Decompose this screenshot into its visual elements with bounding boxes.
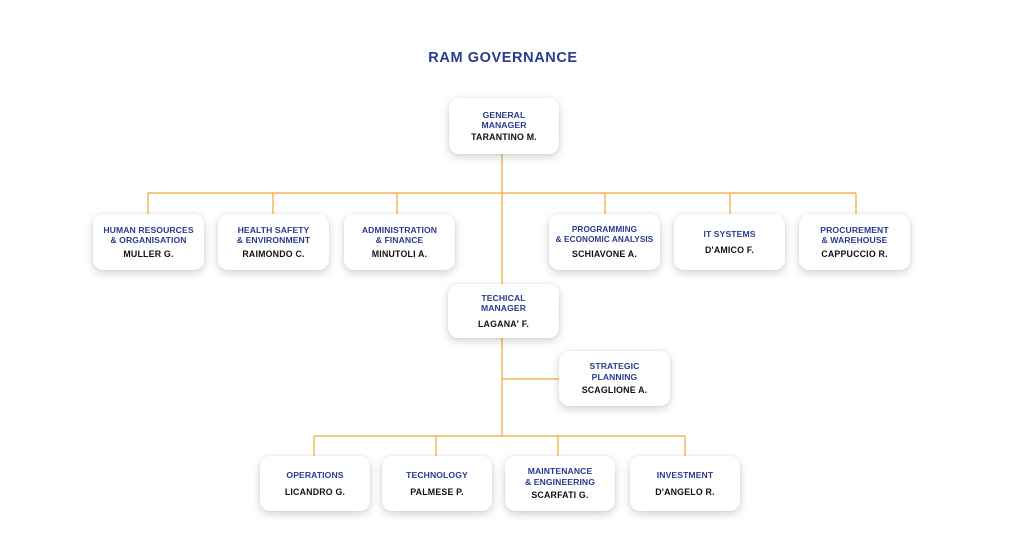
node-programming: PROGRAMMING & ECONOMIC ANALYSIS SCHIAVON…	[549, 214, 660, 270]
node-technical-manager: TECHICAL MANAGER LAGANA' F.	[448, 284, 559, 338]
node-role: ADMINISTRATION & FINANCE	[361, 224, 438, 246]
node-role: IT SYSTEMS	[703, 228, 756, 239]
node-role: TECHICAL MANAGER	[480, 292, 527, 314]
node-role: PROCUREMENT & WAREHOUSE	[820, 224, 889, 246]
node-person: LICANDRO G.	[284, 486, 346, 497]
node-person: LAGANA' F.	[477, 318, 529, 329]
node-role: PROGRAMMING & ECONOMIC ANALYSIS	[555, 224, 654, 245]
node-role: MAINTENANCE & ENGINEERING	[524, 466, 596, 487]
node-person: RAIMONDO C.	[242, 248, 305, 259]
node-person: SCAGLIONE A.	[581, 385, 648, 396]
node-person: TARANTINO M.	[471, 131, 537, 142]
node-human-resources: HUMAN RESOURCES & ORGANISATION MULLER G.	[93, 214, 204, 270]
node-strategic-planning: STRATEGIC PLANNING SCAGLIONE A.	[559, 351, 670, 406]
node-role: HEALTH SAFETY & ENVIRONMENT	[236, 224, 311, 246]
node-procurement: PROCUREMENT & WAREHOUSE CAPPUCCIO R.	[799, 214, 910, 270]
node-role: INVESTMENT	[656, 470, 714, 480]
node-role: STRATEGIC PLANNING	[589, 361, 640, 382]
node-person: D'ANGELO R.	[655, 486, 715, 497]
node-person: MULLER G.	[123, 248, 174, 259]
node-technology: TECHNOLOGY PALMESE P.	[382, 456, 492, 511]
node-person: SCARFATI G.	[531, 490, 589, 501]
node-person: SCHIAVONE A.	[572, 248, 637, 259]
node-administration: ADMINISTRATION & FINANCE MINUTOLI A.	[344, 214, 455, 270]
node-investment: INVESTMENT D'ANGELO R.	[630, 456, 740, 511]
node-person: MINUTOLI A.	[371, 248, 428, 259]
node-general-manager: GENERAL MANAGER TARANTINO M.	[449, 98, 559, 154]
node-role: TECHNOLOGY	[406, 470, 468, 480]
node-it-systems: IT SYSTEMS D'AMICO F.	[674, 214, 785, 270]
node-health-safety: HEALTH SAFETY & ENVIRONMENT RAIMONDO C.	[218, 214, 329, 270]
node-role: OPERATIONS	[286, 470, 344, 480]
node-person: D'AMICO F.	[704, 245, 755, 255]
node-operations: OPERATIONS LICANDRO G.	[260, 456, 370, 511]
node-maintenance: MAINTENANCE & ENGINEERING SCARFATI G.	[505, 456, 615, 511]
node-role: HUMAN RESOURCES & ORGANISATION	[103, 224, 194, 246]
node-person: PALMESE P.	[410, 486, 464, 497]
chart-title: RAM GOVERNANCE	[428, 50, 578, 66]
node-role: GENERAL MANAGER	[481, 109, 527, 131]
node-person: CAPPUCCIO R.	[821, 248, 888, 259]
